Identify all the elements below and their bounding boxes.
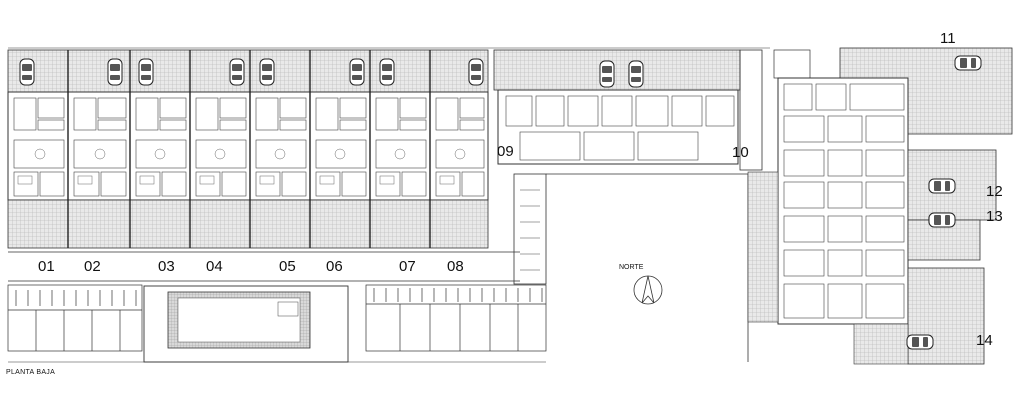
storage-rooms-center: [365, 284, 547, 352]
unit-label-08: 08: [447, 258, 464, 275]
unit-label-07: 07: [399, 258, 416, 275]
site-boundary: [8, 47, 770, 363]
unit-label-02: 02: [84, 258, 101, 275]
unit-label-13: 13: [986, 208, 1003, 225]
unit-label-14: 14: [976, 332, 993, 349]
party-walls: [67, 50, 431, 248]
unit-label-09: 09: [497, 143, 514, 160]
north-arrow-icon: [633, 275, 663, 305]
pool-area: [143, 285, 349, 363]
furniture: [17, 148, 466, 185]
unit-label-11: 11: [940, 30, 956, 47]
house-rooms: [13, 97, 485, 197]
storage-rooms-west: [7, 284, 143, 352]
unit-label-10: 10: [732, 144, 749, 161]
north-label: NORTE: [619, 264, 644, 271]
unit-label-05: 05: [279, 258, 296, 275]
townhouse-block-west: [7, 49, 520, 282]
apartment-block-east: [747, 47, 1013, 365]
unit-label-01: 01: [38, 258, 55, 275]
unit-label-03: 03: [158, 258, 175, 275]
drawing-title: PLANTA BAJA: [6, 369, 56, 376]
apartment-block-09-10: [493, 49, 763, 171]
unit-label-06: 06: [326, 258, 343, 275]
unit-label-12: 12: [986, 183, 1003, 200]
unit-label-04: 04: [206, 258, 223, 275]
